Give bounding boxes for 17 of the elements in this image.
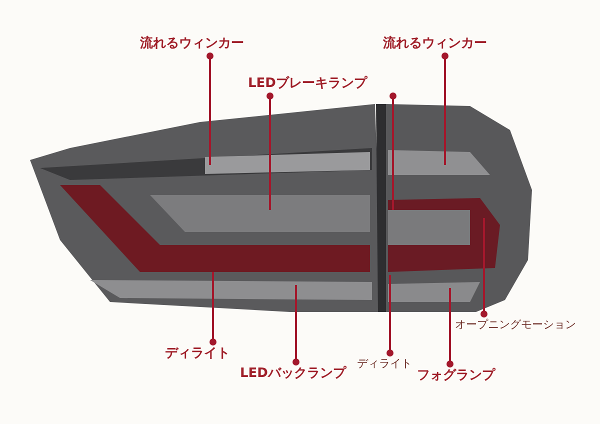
leader-line [210,272,216,346]
part-label: フォグランプ [417,368,495,384]
part-label: オープニングモーション [455,318,576,332]
leader-line [206,52,214,165]
leader-line [292,285,300,366]
leader-line [442,52,448,165]
part-label: ディライト [165,346,230,362]
leader-line [390,92,396,210]
leader-line [446,288,454,368]
leader-line [386,275,394,356]
part-label: 流れるウィンカー [383,36,487,52]
part-label: 流れるウィンカー [140,36,244,52]
leader-line [266,92,274,210]
part-label: ディライト [357,357,412,370]
part-label: LEDブレーキランプ [248,76,367,92]
leader-line [480,218,488,318]
part-label: LEDバックランプ [240,366,346,382]
